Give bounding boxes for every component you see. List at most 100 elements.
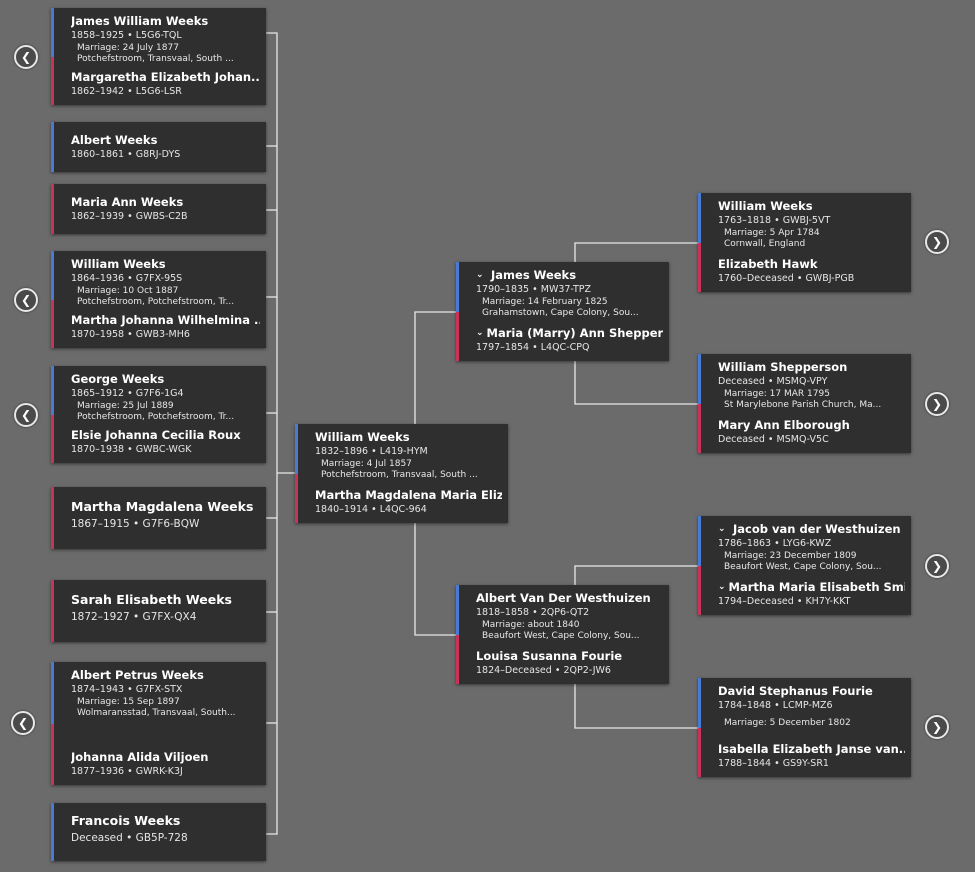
person-name[interactable]: Louisa Susanna Fourie [476, 649, 663, 663]
single-person[interactable]: Maria Ann Weeks 1862–1939 • GWBS-C2B [71, 195, 260, 223]
person-name[interactable]: David Stephanus Fourie [718, 684, 905, 698]
connector-line [414, 523, 456, 636]
person-name[interactable]: William Shepperson [718, 360, 905, 374]
person-name[interactable]: William Weeks [315, 430, 502, 444]
person-name[interactable]: ⌄Martha Maria Elisabeth Smit [718, 580, 905, 594]
connector-line [574, 361, 698, 405]
wife-person[interactable]: Martha Johanna Wilhelmina ...1870–1958 •… [71, 313, 260, 341]
father-color-bar [698, 193, 701, 243]
navigate-left-button[interactable]: ❮ [14, 45, 38, 69]
navigate-left-button[interactable]: ❮ [14, 288, 38, 312]
husband-person[interactable]: William Weeks 1763–1818 • GWBJ-5VT [718, 199, 905, 227]
wife-person[interactable]: Isabella Elizabeth Janse van...1788–1844… [718, 742, 905, 770]
person-name[interactable]: Martha Magdalena Maria Eliz... [315, 488, 502, 502]
person-name-text: Maria Ann Weeks [71, 195, 184, 209]
person-name[interactable]: ⌄James Weeks [476, 268, 663, 282]
connector-line [574, 242, 698, 262]
person-name[interactable]: Albert Weeks [71, 133, 260, 147]
person-name[interactable]: James William Weeks [71, 14, 260, 28]
mother-color-bar [51, 57, 54, 105]
marriage-place: Potchefstroom, Transvaal, South ... [321, 470, 478, 480]
person-name[interactable]: Mary Ann Elborough [718, 418, 905, 432]
navigate-right-button[interactable]: ❯ [925, 392, 949, 416]
navigate-right-button[interactable]: ❯ [925, 554, 949, 578]
navigate-right-button[interactable]: ❯ [925, 715, 949, 739]
chevron-down-icon[interactable]: ⌄ [718, 582, 726, 592]
navigate-right-button[interactable]: ❯ [925, 230, 949, 254]
mother-color-bar [698, 404, 701, 453]
person-name[interactable]: Albert Van Der Westhuizen [476, 591, 663, 605]
person-dates: 1862–1939 • GWBS-C2B [71, 211, 188, 222]
father-color-bar [51, 251, 54, 300]
person-name[interactable]: Maria Ann Weeks [71, 195, 260, 209]
person-name-text: Elizabeth Hawk [718, 257, 818, 271]
person-name[interactable]: George Weeks [71, 372, 260, 386]
mother-color-bar [456, 635, 459, 684]
wife-person[interactable]: ⌄Maria (Marry) Ann Sheppers...1797–1854 … [476, 326, 663, 354]
chevron-down-icon[interactable]: ⌄ [718, 524, 726, 534]
person-name[interactable]: Isabella Elizabeth Janse van... [718, 742, 905, 756]
person-name[interactable]: Francois Weeks [71, 813, 260, 829]
wife-person[interactable]: Margaretha Elizabeth Johan...1862–1942 •… [71, 70, 260, 98]
person-name[interactable]: William Weeks [71, 257, 260, 271]
person-name[interactable]: William Weeks [718, 199, 905, 213]
person-name[interactable]: Martha Magdalena Weeks [71, 499, 260, 515]
father-color-bar [295, 424, 298, 474]
person-name[interactable]: Sarah Elisabeth Weeks [71, 592, 260, 608]
marriage-event: Marriage: 24 July 1877 [77, 43, 179, 53]
chevron-down-icon[interactable]: ⌄ [476, 270, 484, 280]
wife-person[interactable]: Martha Magdalena Maria Eliz...1840–1914 … [315, 488, 502, 516]
person-dates: Deceased • GB5P-728 [71, 832, 188, 844]
person-name[interactable]: Johanna Alida Viljoen [71, 750, 260, 764]
person-name[interactable]: Albert Petrus Weeks [71, 668, 260, 682]
person-name[interactable]: Elsie Johanna Cecilia Roux [71, 428, 260, 442]
person-dates: 1763–1818 • GWBJ-5VT [718, 215, 831, 226]
child-card[interactable]: Maria Ann Weeks 1862–1939 • GWBS-C2B [51, 184, 266, 234]
chevron-left-icon: ❮ [20, 50, 32, 64]
navigate-left-button[interactable]: ❮ [14, 403, 38, 427]
person-name[interactable]: Martha Johanna Wilhelmina ... [71, 313, 260, 327]
person-name[interactable]: ⌄Jacob van der Westhuizen [718, 522, 905, 536]
person-name[interactable]: Elizabeth Hawk [718, 257, 905, 271]
male-color-bar [51, 803, 54, 861]
person-name[interactable]: Margaretha Elizabeth Johan... [71, 70, 260, 84]
chevron-down-icon[interactable]: ⌄ [476, 328, 484, 338]
navigate-left-button[interactable]: ❮ [11, 711, 35, 735]
person-name[interactable]: ⌄Maria (Marry) Ann Sheppers... [476, 326, 663, 340]
